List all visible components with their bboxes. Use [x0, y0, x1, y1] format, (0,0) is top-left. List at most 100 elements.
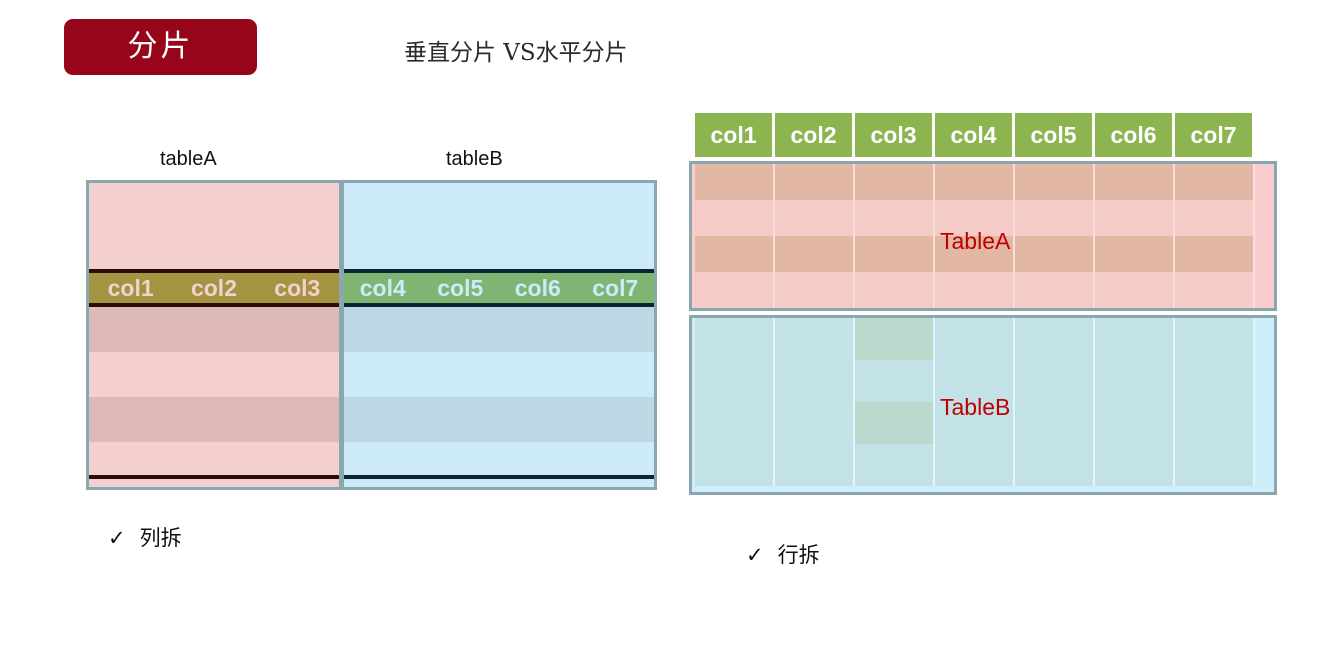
table-cell: [935, 236, 1015, 272]
table-column: [935, 164, 1015, 308]
section-badge: 分片: [64, 19, 257, 75]
column-label-col5: col5: [437, 274, 484, 301]
table-cell: [1015, 236, 1095, 272]
table-cell: [1095, 272, 1175, 308]
table-cell: [1095, 318, 1175, 360]
header-cell-col5: col5: [1015, 113, 1092, 157]
table-cell: [1175, 200, 1255, 236]
table-cell: [935, 272, 1015, 308]
table-cell: [1015, 444, 1095, 486]
table-cell: [855, 360, 935, 402]
vertical-tablea-rows: [89, 307, 339, 487]
table-column: [1015, 318, 1095, 486]
vertical-tableb-rows: [344, 307, 654, 487]
column-label-col1: col1: [107, 274, 154, 301]
table-cell: [935, 360, 1015, 402]
table-cell: [695, 318, 775, 360]
table-cell: [1015, 360, 1095, 402]
table-cell: [775, 360, 855, 402]
header-cell-col3: col3: [855, 113, 932, 157]
tablea-caption: tableA: [160, 148, 217, 170]
header-cell-col7: col7: [1175, 113, 1252, 157]
table-cell: [1015, 164, 1095, 200]
horizontal-tablea-box: TableA: [689, 161, 1277, 311]
table-cell: [695, 164, 775, 200]
table-row: [89, 397, 339, 442]
table-row: [344, 352, 654, 397]
table-cell: [1175, 164, 1255, 200]
table-column: [1015, 164, 1095, 308]
table-cell: [935, 200, 1015, 236]
check-icon: ✓: [108, 526, 126, 550]
table-cell: [1095, 200, 1175, 236]
table-cell: [1095, 444, 1175, 486]
table-cell: [1015, 402, 1095, 444]
table-row: [89, 442, 339, 487]
vertical-sharding-note: ✓ 列拆: [108, 522, 182, 552]
table-cell: [1175, 444, 1255, 486]
vertical-tablea-column-band: col1 col2 col3: [89, 269, 339, 307]
table-cell: [1175, 272, 1255, 308]
vertical-tablea-top-fill: [89, 183, 339, 269]
table-cell-highlighted: [855, 402, 935, 444]
table-column: [1175, 318, 1255, 486]
horizontal-sharding-note-label: 行拆: [777, 543, 820, 567]
table-row: [344, 442, 654, 487]
column-label-col6: col6: [514, 274, 561, 301]
table-column: [1095, 164, 1175, 308]
table-cell: [1175, 402, 1255, 444]
table-cell: [855, 236, 935, 272]
table-cell: [775, 200, 855, 236]
table-column: [695, 318, 775, 486]
table-cell: [695, 360, 775, 402]
table-cell: [695, 272, 775, 308]
table-column: [775, 318, 855, 486]
table-cell: [775, 444, 855, 486]
table-cell: [775, 318, 855, 360]
table-cell: [1095, 360, 1175, 402]
horizontal-tablea-label: TableA: [940, 228, 1011, 254]
table-cell: [935, 164, 1015, 200]
table-cell: [695, 200, 775, 236]
table-cell: [1015, 272, 1095, 308]
table-cell: [855, 200, 935, 236]
table-cell: [695, 444, 775, 486]
table-cell: [775, 236, 855, 272]
table-row: [89, 307, 339, 352]
table-cell: [855, 272, 935, 308]
table-cell: [775, 164, 855, 200]
vertical-tableb-column-band: col4 col5 col6 col7: [344, 269, 654, 307]
horizontal-tableb-grid: [695, 318, 1255, 486]
vertical-sharding-note-label: 列拆: [139, 526, 182, 550]
column-label-col3: col3: [274, 274, 321, 301]
table-cell: [775, 402, 855, 444]
table-cell: [1175, 360, 1255, 402]
table-column: [1095, 318, 1175, 486]
vertical-tableb-box: col4 col5 col6 col7: [341, 180, 657, 490]
table-cell: [855, 444, 935, 486]
vertical-tablea-baseline: [89, 475, 339, 479]
page-title: 垂直分片 VS水平分片: [404, 40, 628, 66]
horizontal-tablea-grid: [695, 164, 1255, 308]
table-row: [344, 397, 654, 442]
column-label-col4: col4: [359, 274, 406, 301]
table-cell: [695, 402, 775, 444]
table-cell: [855, 164, 935, 200]
table-column: [855, 164, 935, 308]
header-cell-col4: col4: [935, 113, 1012, 157]
table-cell: [935, 318, 1015, 360]
table-cell-highlighted: [855, 318, 935, 360]
vertical-tablea-box: col1 col2 col3: [86, 180, 342, 490]
check-icon: ✓: [746, 543, 764, 567]
table-cell: [935, 444, 1015, 486]
header-cell-col6: col6: [1095, 113, 1172, 157]
vertical-tableb-top-fill: [344, 183, 654, 269]
tableb-caption: tableB: [446, 148, 503, 170]
table-cell: [935, 402, 1015, 444]
table-column: [935, 318, 1015, 486]
table-cell: [1095, 402, 1175, 444]
table-column: [1175, 164, 1255, 308]
table-row: [89, 352, 339, 397]
horizontal-sharding-note: ✓ 行拆: [746, 539, 820, 569]
table-cell: [775, 272, 855, 308]
